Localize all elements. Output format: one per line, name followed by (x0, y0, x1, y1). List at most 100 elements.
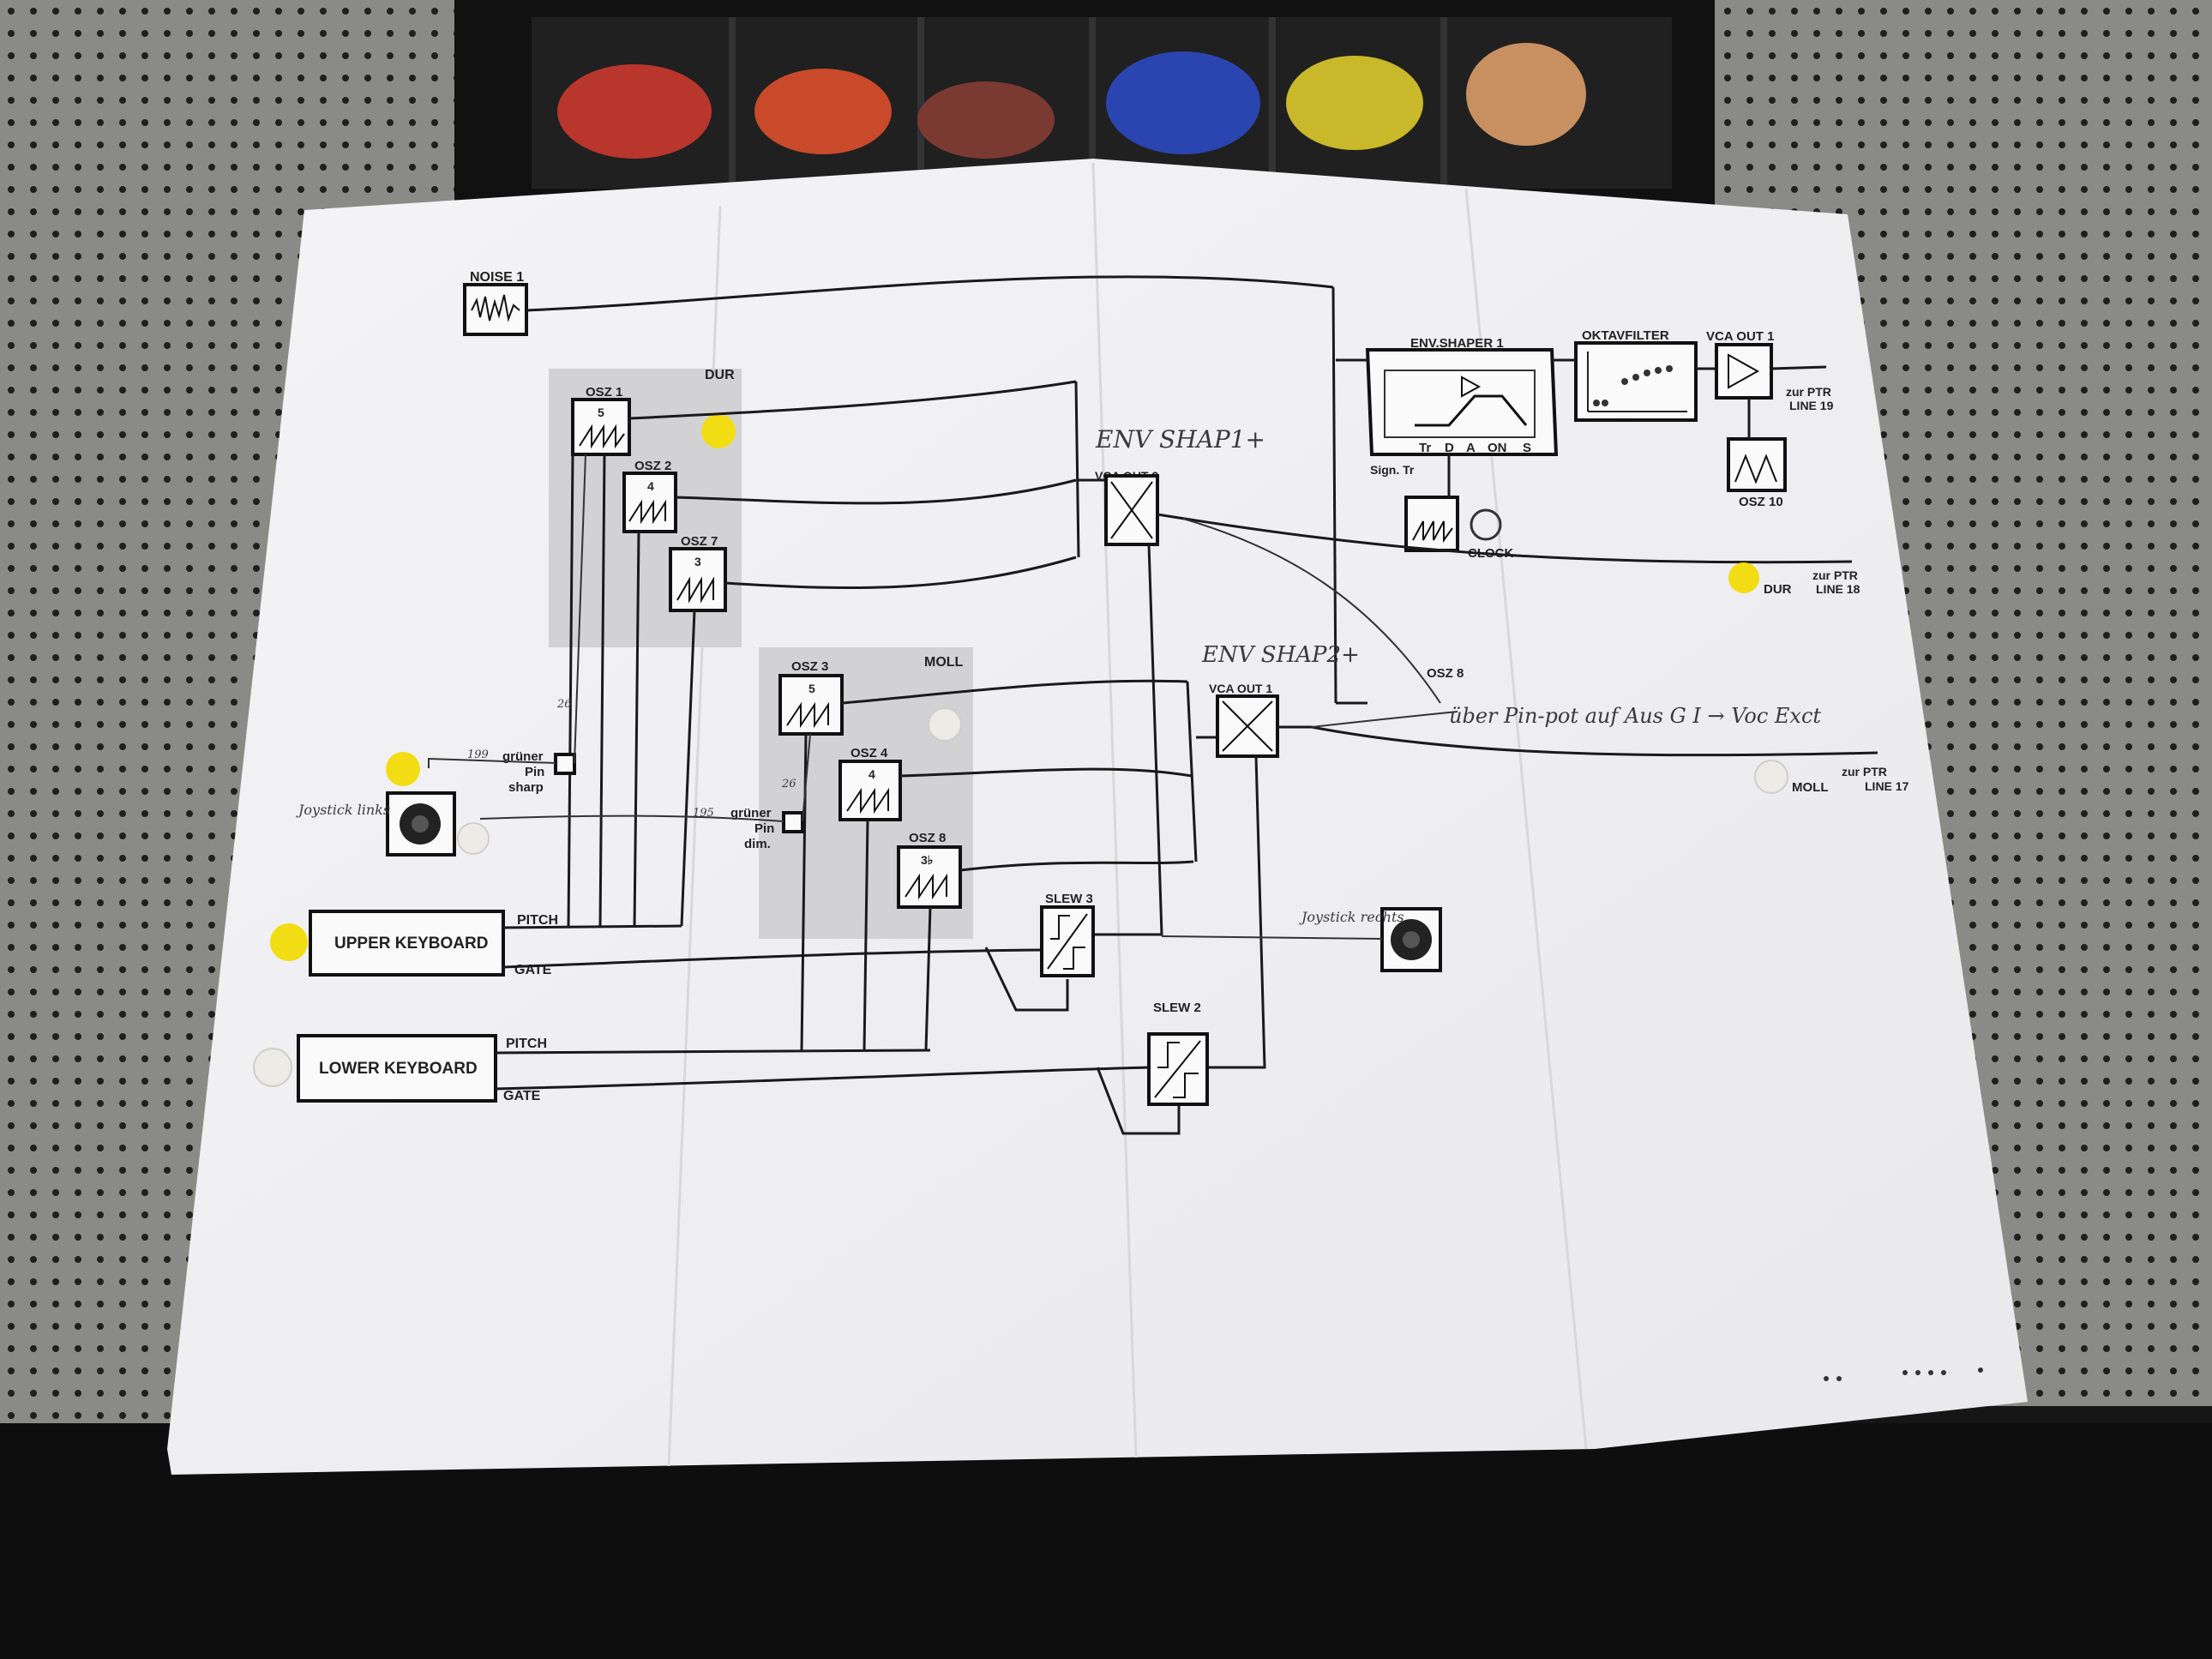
handwritten-26-b: 26 (781, 778, 796, 790)
dur-group-label: DUR (705, 368, 735, 382)
white-sticker-line17 (1754, 760, 1788, 794)
env-param-d: D (1445, 441, 1454, 455)
osz1-number: 5 (598, 406, 604, 419)
signal-wires (526, 275, 1367, 872)
upper-keyboard-module: UPPER KEYBOARD PITCH GATE (270, 910, 558, 977)
vca-out1-top-label: VCA OUT 1 (1706, 329, 1774, 344)
handwritten-env-shap1: ENV SHAP1+ (1095, 425, 1265, 454)
yellow-sticker-upper (270, 923, 308, 961)
gruner-pin-sharp: grüner Pin sharp 199 26 (428, 454, 586, 795)
saw-wave-icon (905, 873, 947, 900)
saw-wave-icon (846, 787, 889, 814)
line17-wire (1311, 725, 1878, 757)
handwritten-joystick-rechts: Joystick rechts (1299, 909, 1404, 925)
handwritten-199: 199 (467, 748, 489, 761)
white-sticker-joystick (457, 822, 490, 855)
moll-group-label: MOLL (924, 655, 964, 670)
env-param-a: A (1466, 441, 1476, 455)
line18-wire (1157, 513, 1853, 564)
moll-output-label: MOLL (1792, 780, 1829, 795)
slew2-label: SLEW 2 (1153, 1001, 1201, 1015)
osz7-label: OSZ 7 (681, 534, 718, 549)
handwritten-uber-pin-pot: über Pin-pot auf Aus G I → Voc Exct (1449, 704, 1821, 728)
saw-wave-icon (1412, 520, 1453, 544)
gruner-sharp-line1: grüner (502, 749, 544, 764)
saw-wave-icon (786, 701, 829, 729)
osz4-module: OSZ 4 4 (839, 746, 902, 821)
upper-pitch-label: PITCH (517, 913, 558, 928)
top-right-wires (1336, 358, 1827, 497)
osz1-label: OSZ 1 (586, 385, 622, 400)
upper-keyboard-label: UPPER KEYBOARD (334, 935, 488, 953)
noise-wave-icon (471, 294, 520, 322)
osz3-module: OSZ 3 5 (778, 659, 844, 736)
vca-out1-module: ENV SHAP2+ VCA OUT 1 (1201, 642, 1360, 758)
env-param-s: S (1523, 441, 1531, 455)
noise1-module: NOISE 1 (463, 270, 528, 336)
osz2-label: OSZ 2 (634, 459, 671, 473)
gruner-dim-line2: Pin (754, 821, 774, 836)
osz3-number: 5 (808, 682, 815, 695)
env-shaper1-module: ENV.SHAPER 1 Tr D A ON S Sign. Tr (1365, 336, 1559, 477)
saw-wave-icon (676, 576, 714, 604)
env-param-on: ON (1488, 441, 1507, 455)
knob-icon (1470, 508, 1502, 541)
triangle-wave-icon (1734, 454, 1777, 484)
line17-label-bottom: LINE 17 (1865, 779, 1909, 793)
line18-label-bottom: LINE 18 (1816, 582, 1860, 596)
lower-pitch-label: PITCH (506, 1037, 547, 1051)
patch-wire (1311, 711, 1458, 728)
osz8-number: 3♭ (921, 853, 933, 867)
lower-gate-label: GATE (503, 1089, 541, 1103)
triangle-icon (1728, 353, 1760, 389)
line18-label-top: zur PTR (1812, 568, 1858, 582)
osz7-module: OSZ 7 3 (669, 534, 727, 612)
handwritten-26-a: 26 (556, 698, 572, 711)
osz2-number: 4 (647, 479, 654, 493)
dur-output-label: DUR (1764, 582, 1792, 597)
env-shaper1-label: ENV.SHAPER 1 (1410, 336, 1504, 351)
osz7-number: 3 (694, 555, 701, 568)
osz10-module: OSZ 10 (1727, 437, 1787, 509)
vca-out1-label: VCA OUT 1 (1209, 682, 1272, 695)
handwritten-env-shap2: ENV SHAP2+ (1201, 642, 1360, 668)
white-sticker-lower (253, 1048, 292, 1087)
env-param-tr: Tr (1419, 441, 1431, 455)
handwritten-patch-wire (1182, 518, 1441, 704)
filter-band-dots (1593, 365, 1673, 406)
white-sticker-moll (928, 707, 962, 742)
lower-keyboard-label: LOWER KEYBOARD (319, 1060, 478, 1078)
saw-wave-icon (579, 424, 625, 449)
gruner-sharp-line2: Pin (525, 765, 544, 779)
osz10-label: OSZ 10 (1739, 495, 1783, 509)
osz8-label: OSZ 8 (909, 831, 946, 845)
slew3-label: SLEW 3 (1045, 892, 1093, 906)
handwritten-joystick-links: Joystick links (296, 802, 390, 818)
line17-label-top: zur PTR (1842, 765, 1887, 778)
clock-module: CLOCK (1404, 496, 1513, 561)
osz3-label: OSZ 3 (791, 659, 828, 674)
gruner-pin-dim: grüner Pin dim. 195 26 (479, 733, 811, 851)
lower-keyboard-module: LOWER KEYBOARD PITCH GATE (253, 1034, 547, 1103)
saw-wave-icon (628, 499, 666, 525)
osz4-label: OSZ 4 (851, 746, 888, 760)
line19-label-top: zur PTR (1786, 385, 1831, 399)
triangle-icon (1461, 376, 1482, 398)
osz2-module: OSZ 2 4 (622, 459, 677, 533)
line19-label-bottom: LINE 19 (1789, 399, 1834, 412)
gruner-dim-line1: grüner (730, 806, 772, 820)
gruner-dim-line3: dim. (744, 837, 771, 851)
vca-out1-top-module: VCA OUT 1 (1706, 329, 1774, 400)
yellow-sticker-line18 (1728, 562, 1759, 593)
pins (557, 43, 1586, 159)
gruner-sharp-line3: sharp (508, 780, 544, 795)
yellow-sticker-dur (701, 414, 736, 448)
page-dots (1824, 1367, 1983, 1381)
sign-tr-label: Sign. Tr (1370, 463, 1415, 477)
joystick-right-module: Joystick rechts (1161, 907, 1442, 972)
oktavfilter-label: OKTAVFILTER (1582, 328, 1669, 343)
noise1-label: NOISE 1 (470, 270, 524, 285)
vca-out2-module: VCA OUT 2 (1095, 469, 1159, 546)
control-wires (495, 454, 1266, 1135)
